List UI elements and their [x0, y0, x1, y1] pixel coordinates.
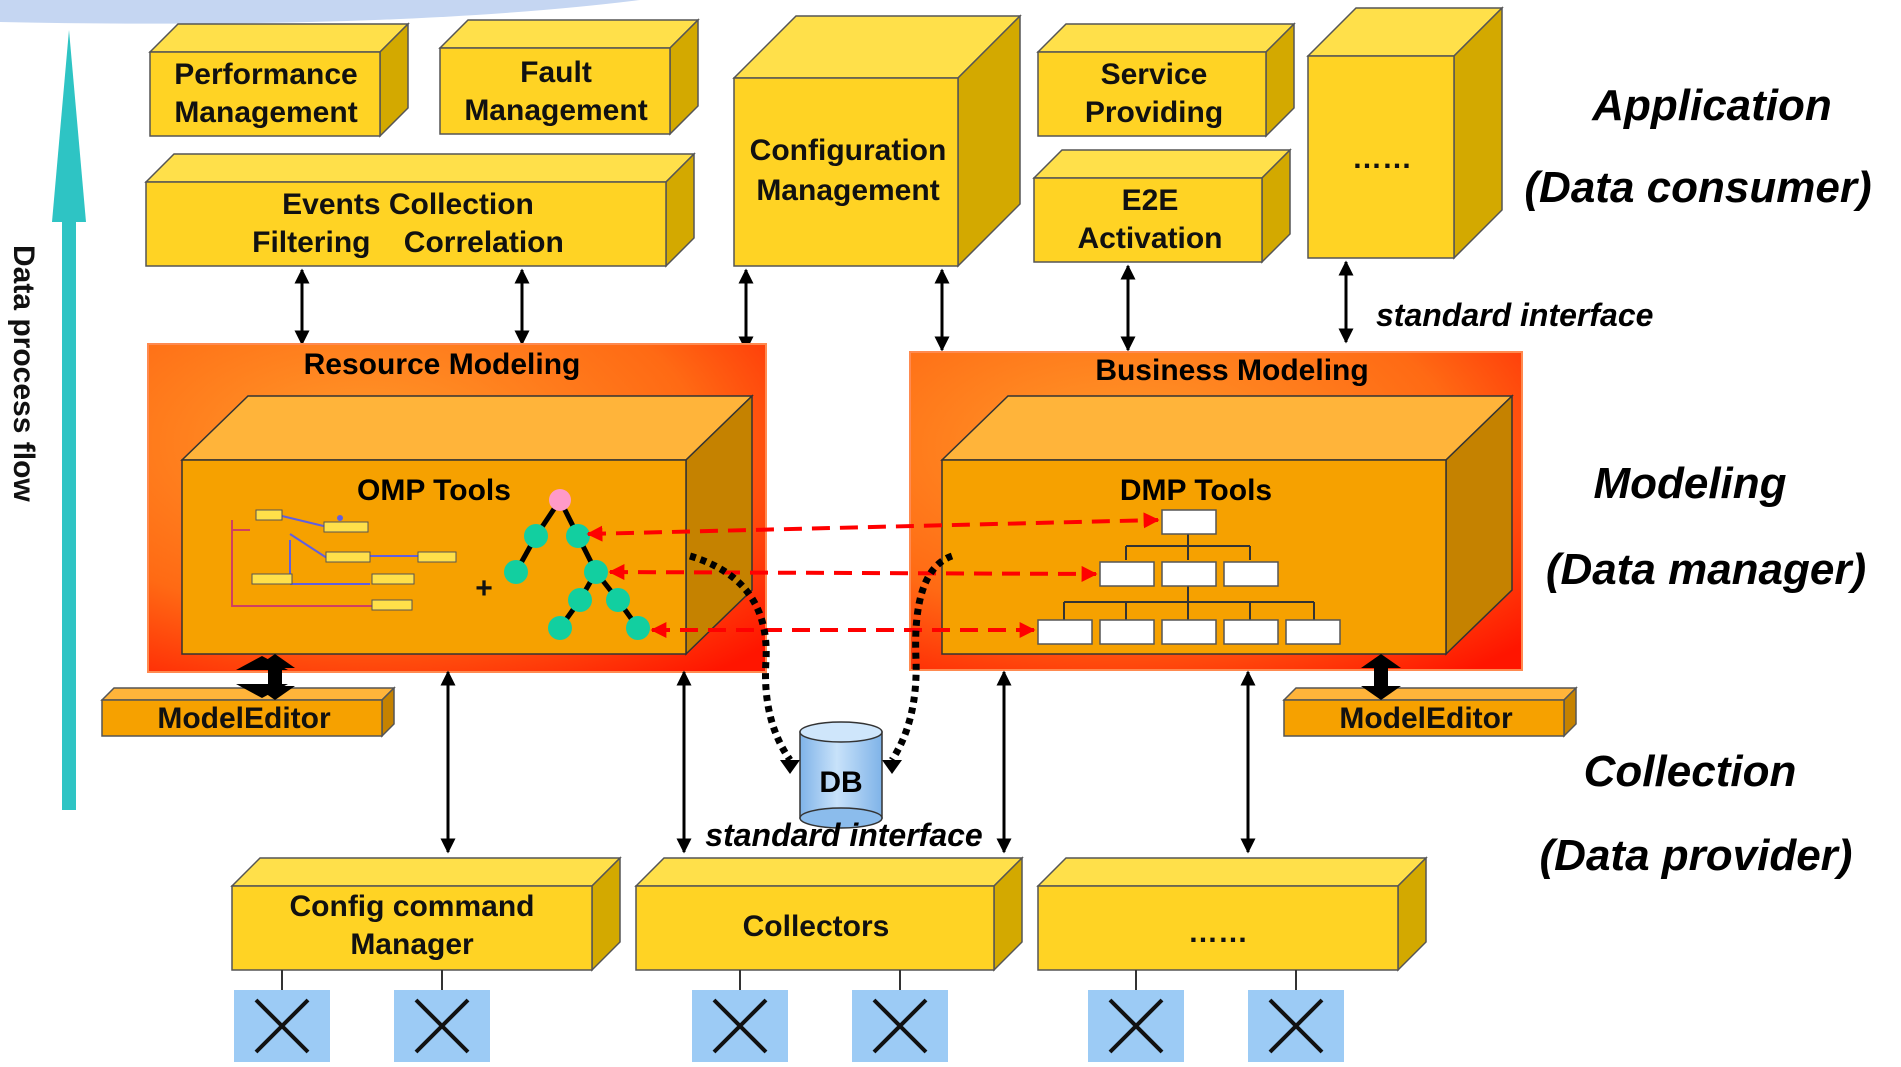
- network-device-icon: [394, 990, 490, 1062]
- db-label: DB: [819, 766, 862, 799]
- events-label-1: Events Collection: [282, 188, 534, 221]
- events-collection-box[interactable]: Events Collection Filtering Correlation: [144, 152, 696, 268]
- more-application-box[interactable]: ……: [1306, 6, 1504, 260]
- resource-modeling-title: Resource Modeling: [304, 348, 581, 381]
- config-command-manager-box[interactable]: Config command Manager: [230, 856, 622, 972]
- modeling-layer-title: Modeling: [1593, 459, 1786, 508]
- network-device-icon: [234, 990, 330, 1062]
- schematic-diagram-icon: [231, 509, 457, 611]
- network-device-icon: [1088, 990, 1184, 1062]
- configuration-management-box[interactable]: Configuration Management: [732, 14, 1022, 268]
- model-editor-left[interactable]: ModelEditor: [100, 686, 396, 738]
- app-model-connectors: [294, 260, 1354, 352]
- omp-tools-title: OMP Tools: [357, 474, 511, 507]
- events-label-2: Filtering Correlation: [252, 226, 564, 259]
- mapping-connectors: [586, 512, 1160, 638]
- collectors-box[interactable]: Collectors: [634, 856, 1024, 972]
- performance-label-2: Management: [174, 96, 357, 129]
- dmp-tools-title: DMP Tools: [1120, 474, 1272, 507]
- header-swoosh: [0, 0, 640, 24]
- model-editor-right-label: ModelEditor: [1339, 702, 1513, 735]
- collectors-label: Collectors: [743, 910, 890, 943]
- tree-graph-icon: [504, 489, 650, 640]
- configuration-label-1: Configuration: [750, 134, 947, 167]
- config-label-2: Manager: [350, 928, 474, 961]
- device-links: [281, 970, 1297, 990]
- e2e-label-1: E2E: [1122, 184, 1179, 217]
- model-collect-connectors: [440, 670, 1256, 854]
- model-editor-right[interactable]: ModelEditor: [1282, 686, 1578, 738]
- modeling-layer-subtitle: (Data manager): [1546, 545, 1866, 594]
- application-layer-title: Application: [1591, 81, 1832, 130]
- performance-label-1: Performance: [174, 58, 357, 91]
- network-device-icon: [852, 990, 948, 1062]
- flow-label: Data process flow: [7, 245, 40, 502]
- fault-label-1: Fault: [520, 56, 592, 89]
- more-application-label: ……: [1352, 142, 1412, 175]
- config-label-1: Config command: [290, 890, 535, 923]
- configuration-label-2: Management: [756, 174, 939, 207]
- service-label-2: Providing: [1085, 96, 1223, 129]
- lower-interface-label: standard interface: [705, 817, 982, 853]
- upper-interface-label: standard interface: [1376, 297, 1653, 333]
- database-cylinder-icon: DB: [799, 721, 883, 829]
- editor-connectors: [236, 654, 1401, 700]
- model-editor-left-label: ModelEditor: [157, 702, 331, 735]
- e2e-label-2: Activation: [1077, 222, 1222, 255]
- db-connectors: [688, 552, 954, 763]
- more-collection-box[interactable]: ……: [1036, 856, 1428, 972]
- collection-layer-subtitle: (Data provider): [1540, 831, 1853, 880]
- service-providing-box[interactable]: Service Providing: [1036, 22, 1296, 138]
- resource-modeling-panel[interactable]: Resource Modeling OMP Tools: [147, 343, 767, 673]
- fault-management-box[interactable]: Fault Management: [438, 18, 700, 136]
- network-device-icon: [1248, 990, 1344, 1062]
- business-modeling-title: Business Modeling: [1095, 354, 1368, 387]
- performance-management-box[interactable]: Performance Management: [148, 22, 410, 138]
- application-layer-subtitle: (Data consumer): [1524, 163, 1871, 212]
- hierarchy-chart-icon: [1037, 509, 1341, 645]
- service-label-1: Service: [1101, 58, 1208, 91]
- plus-sign: +: [475, 572, 493, 605]
- up-arrow-icon: [52, 30, 86, 810]
- collection-layer-title: Collection: [1584, 747, 1797, 796]
- e2e-activation-box[interactable]: E2E Activation: [1032, 148, 1292, 264]
- fault-label-2: Management: [464, 94, 647, 127]
- network-device-icon: [692, 990, 788, 1062]
- more-collection-label: ……: [1188, 916, 1248, 949]
